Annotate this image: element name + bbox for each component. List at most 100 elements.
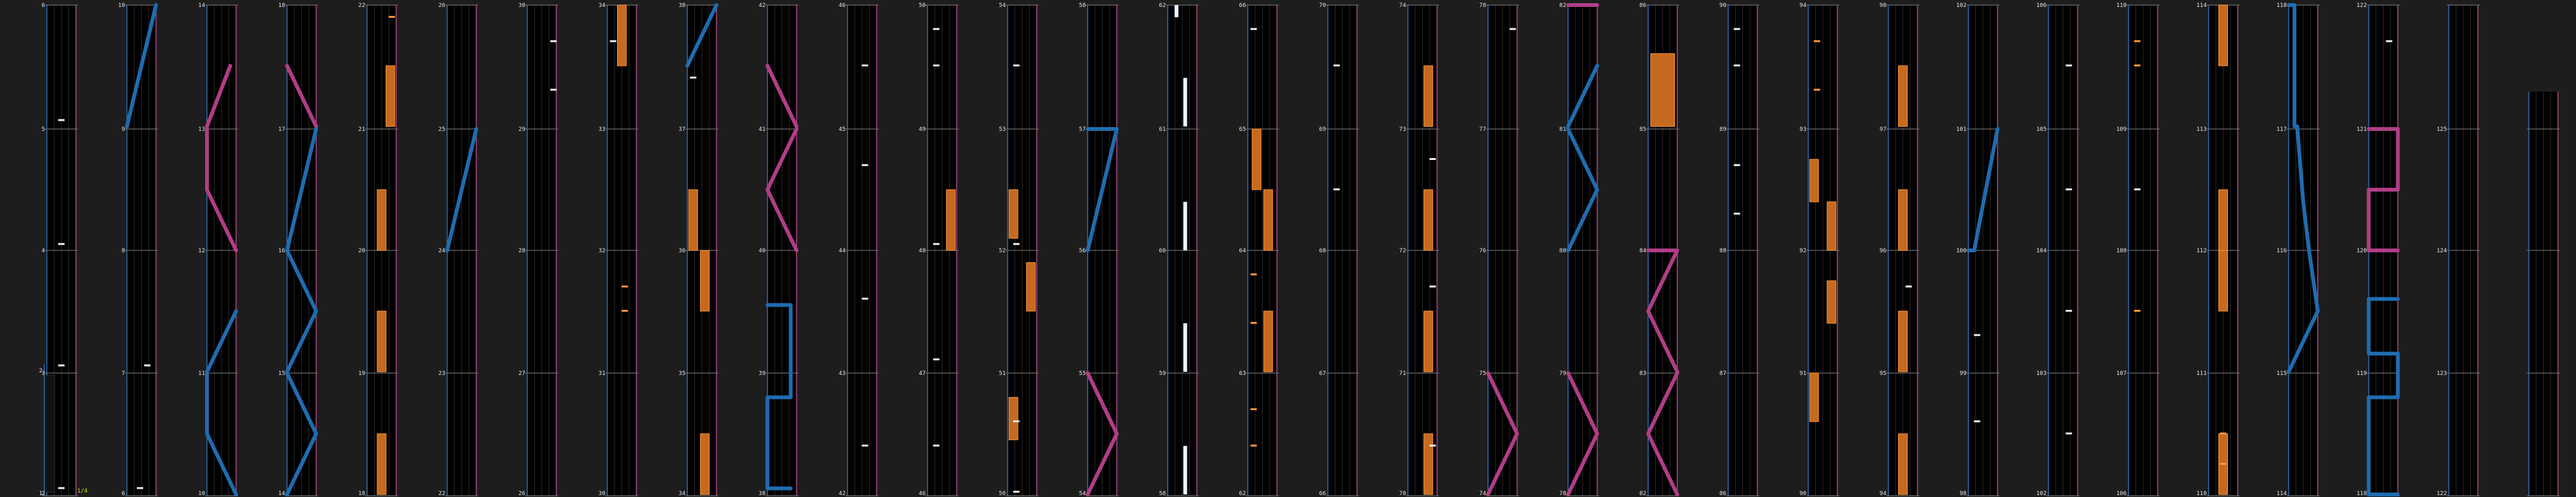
- mine-note: [1813, 40, 1820, 42]
- measure-number: 31: [599, 371, 606, 377]
- tap-note: [690, 77, 697, 79]
- measure-number: 89: [1720, 126, 1727, 133]
- measure-number: 5: [42, 126, 45, 133]
- long-note: [946, 189, 956, 251]
- slide-path: [1646, 371, 1679, 496]
- mine-note: [2134, 40, 2141, 42]
- measure-number: 13: [198, 126, 205, 133]
- measure-number: 85: [1639, 126, 1646, 133]
- lane-column: [2287, 4, 2320, 496]
- long-note: [1809, 372, 1819, 422]
- long-note: [688, 189, 698, 251]
- measure-number: 120: [2356, 248, 2367, 254]
- slide-path: [1085, 371, 1119, 496]
- measure-number: 46: [919, 491, 926, 497]
- measure-number: 61: [1159, 126, 1166, 133]
- lane-column: [285, 4, 318, 496]
- lane-column: [525, 4, 558, 496]
- slide-path: [765, 127, 799, 252]
- measure-number: 119: [2356, 371, 2367, 377]
- measure-number: 56: [1079, 248, 1086, 254]
- measure-number: 114: [2196, 3, 2206, 9]
- measure-number: 22: [358, 3, 365, 9]
- long-note: [1650, 53, 1675, 127]
- measure-number: 10: [118, 3, 125, 9]
- measure-labels: 2165432109876141312111018171615142221201…: [39, 3, 2447, 497]
- measure-number: 116: [2277, 248, 2287, 254]
- measure-number: 60: [1159, 248, 1166, 254]
- measure-number: 82: [1560, 3, 1566, 9]
- measure-number: 91: [1799, 371, 1806, 377]
- tap-note: [137, 487, 144, 489]
- measure-number: 124: [2437, 248, 2447, 254]
- measure-number: 12: [198, 248, 205, 254]
- measure-number: 103: [2036, 371, 2046, 377]
- long-note: [377, 189, 387, 251]
- measure-number: 94: [1799, 3, 1806, 9]
- lane-column: [765, 4, 799, 496]
- measure-number: 80: [1560, 248, 1566, 254]
- tap-note: [144, 364, 151, 367]
- tap-note: [1013, 491, 1020, 493]
- measure-number: 34: [678, 491, 685, 497]
- measure-number: 84: [1639, 248, 1646, 254]
- measure-number: 18: [278, 3, 285, 9]
- tap-note: [1905, 285, 1912, 288]
- measure-number: 40: [759, 248, 766, 254]
- lane-column: [2046, 4, 2080, 496]
- measure-number: 38: [678, 3, 685, 9]
- tap-note: [550, 40, 557, 42]
- measure-number: 30: [518, 3, 525, 9]
- measure-number: 58: [1079, 3, 1086, 9]
- measure-number: 49: [919, 126, 926, 133]
- mine-note: [2220, 463, 2227, 465]
- tap-note: [2065, 310, 2072, 312]
- slide-path: [2367, 371, 2400, 496]
- tap-note: [933, 445, 940, 447]
- measure-number: 43: [839, 371, 846, 377]
- measure-number: 55: [1079, 371, 1086, 377]
- long-note: [1809, 159, 1819, 202]
- measure-number: 77: [1479, 126, 1486, 133]
- slide-path: [685, 3, 718, 68]
- measure-number: 63: [1239, 371, 1246, 377]
- tap-note: [1429, 445, 1436, 447]
- slide-path: [1085, 127, 1119, 252]
- long-note: [700, 433, 710, 495]
- measure-number: 14: [198, 3, 205, 9]
- long-note: [1898, 310, 1908, 372]
- measure-number: 122: [2356, 3, 2367, 9]
- lane-column: [846, 4, 878, 496]
- long-note: [45, 375, 55, 493]
- measure-number: 9: [122, 126, 125, 133]
- tap-note: [2385, 40, 2392, 42]
- measure-number: 94: [1880, 491, 1887, 497]
- measure-number: 81: [1560, 126, 1566, 133]
- mine-note: [1250, 273, 1257, 276]
- measure-number: 93: [1799, 126, 1806, 133]
- measure-number: 25: [439, 126, 446, 133]
- measure-number: 59: [1159, 371, 1166, 377]
- measure-number: 71: [1399, 371, 1406, 377]
- measure-number: 113: [2196, 126, 2206, 133]
- measure-number: 98: [1880, 3, 1887, 9]
- measure-number: 46: [839, 3, 846, 9]
- measure-number: 78: [1560, 491, 1566, 497]
- measure-number: 42: [759, 3, 766, 9]
- long-note: [1423, 65, 1434, 127]
- measure-number: 98: [1960, 491, 1966, 497]
- tap-note: [1013, 243, 1020, 245]
- measure-number: 111: [2196, 371, 2206, 377]
- measure-number: 47: [919, 371, 926, 377]
- measure-number: 11: [198, 371, 205, 377]
- tap-note: [1734, 28, 1741, 30]
- long-note: [377, 433, 387, 495]
- measure-number: 125: [2437, 126, 2447, 133]
- measure-number: 6: [122, 491, 125, 497]
- measure-number: 68: [1319, 248, 1326, 254]
- measure-number: 14: [278, 491, 285, 497]
- measure-number: 96: [1880, 248, 1887, 254]
- tap-note: [933, 28, 940, 30]
- measure-number: 74: [1479, 491, 1486, 497]
